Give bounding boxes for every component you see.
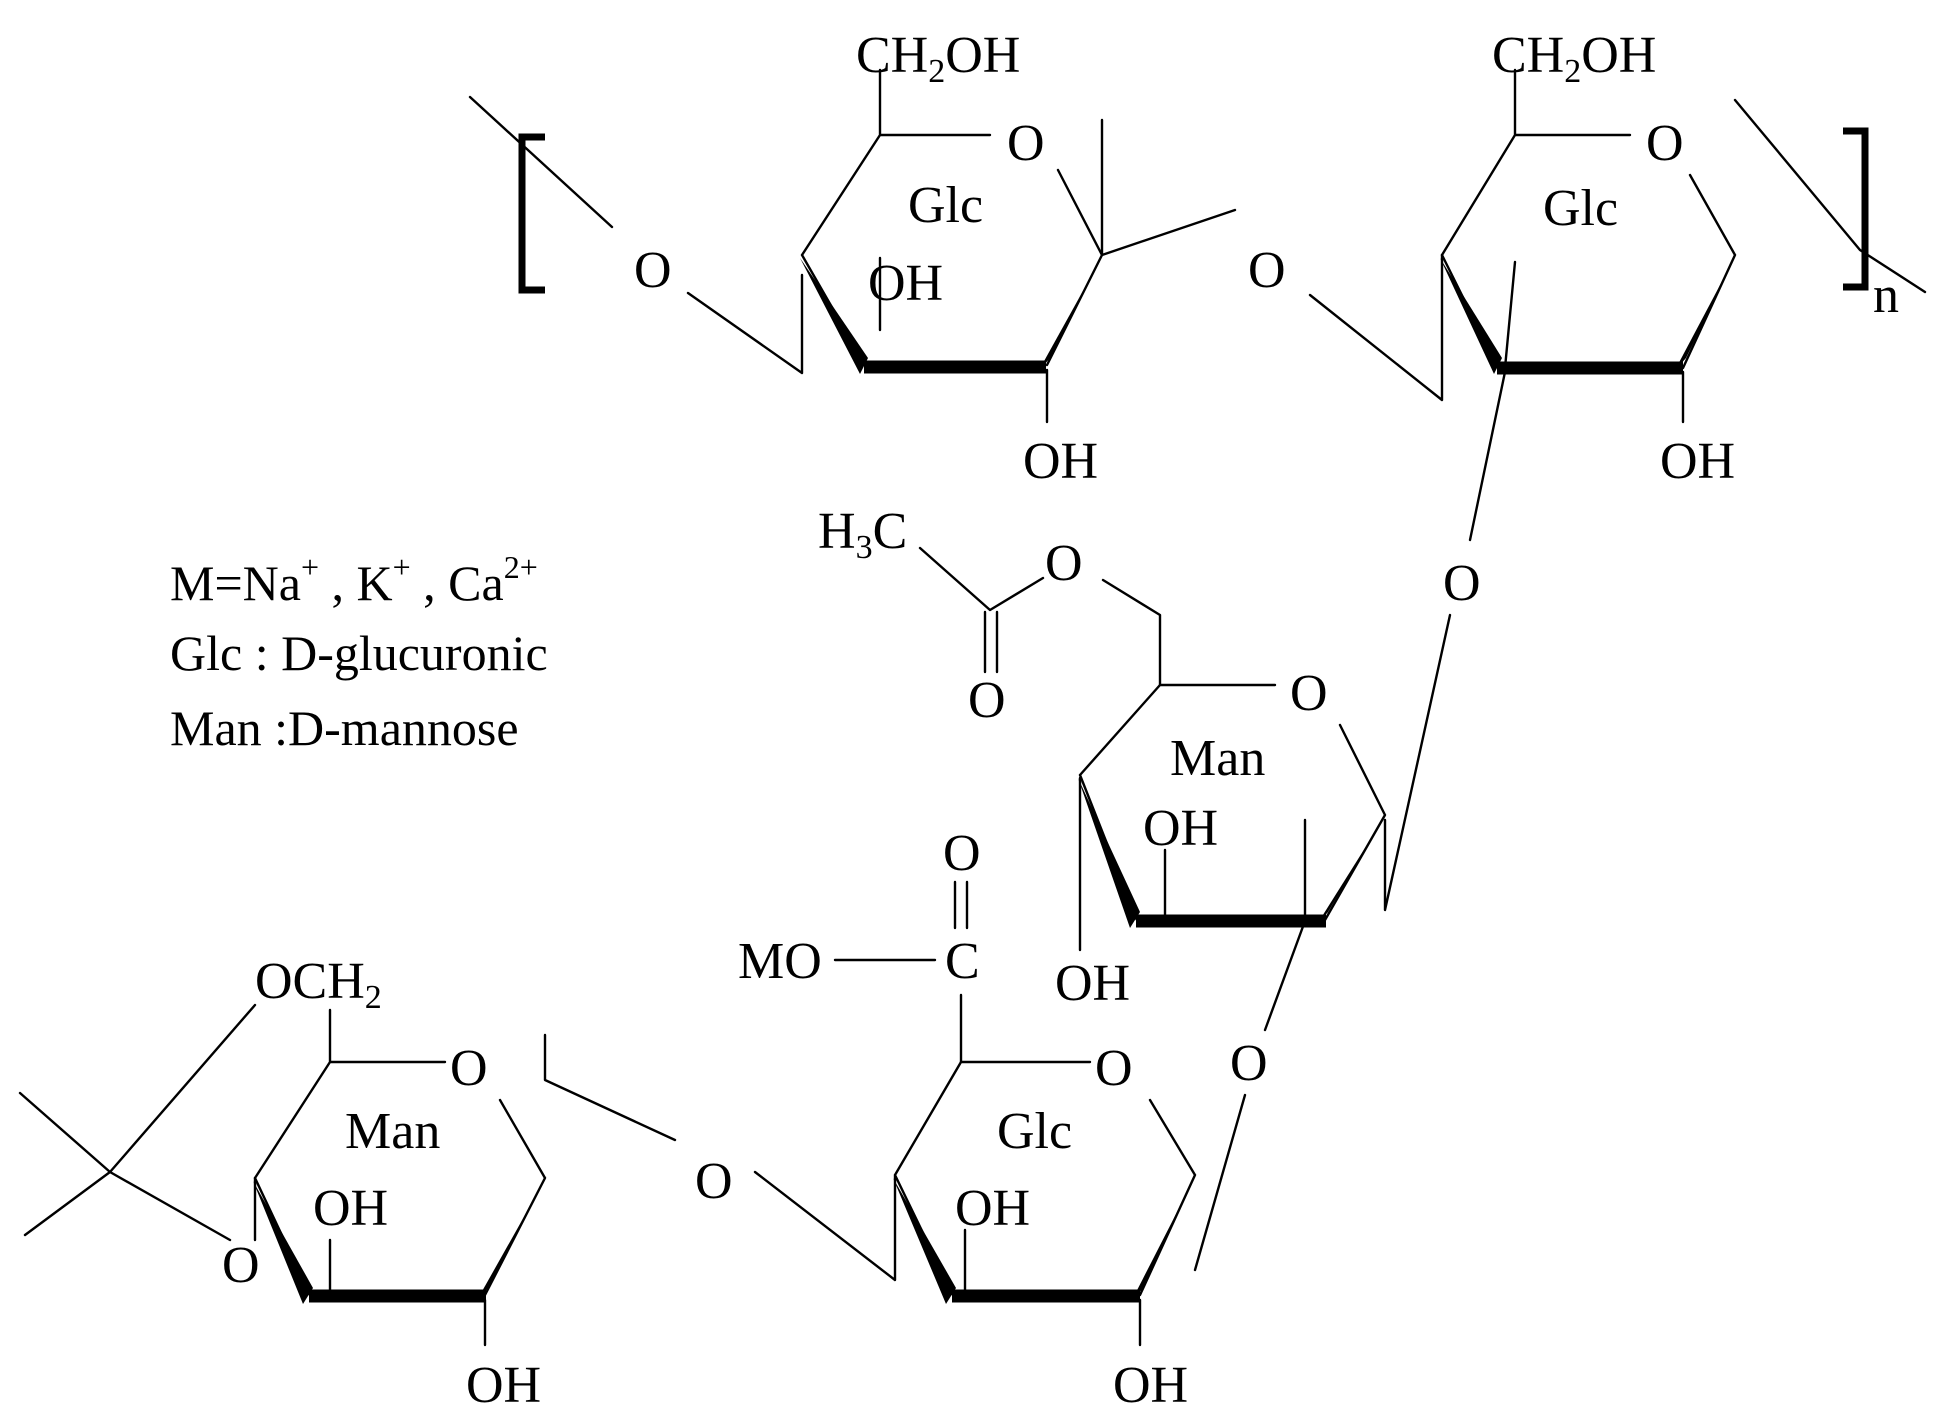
right-bracket [1843,127,1869,291]
ring1-right-wedge [1038,253,1104,372]
ring3-oxygen: O [1290,665,1328,722]
bridge1-bonds [686,273,804,375]
sidechain-link-top [1468,370,1507,542]
ring4-right-wedge [1131,1173,1197,1302]
ring2-name: Glc [1543,180,1618,237]
ring4-oh-front: OH [955,1180,1030,1237]
acetyl-carbonyl-oxygen: O [968,672,1006,729]
legend-counterions: M=Na+ , K+ , Ca2+ [170,549,538,611]
ring1-oxygen: O [1007,115,1045,172]
chain-end-right [1733,98,1927,294]
ring2-branch-bonds [1503,260,1685,424]
ring4-name: Glc [997,1103,1072,1160]
ring4-oh-bottom: OH [1113,1357,1188,1414]
ring1-oh-bottom: OH [1023,433,1098,490]
sidechain-oxygen-upper: O [1443,555,1481,612]
ring1-oh-front: OH [868,255,943,312]
acetyl-bonds [918,546,1162,687]
ring5-ketal-bonds [18,1003,257,1242]
ring1-oh-bonds [878,256,1049,424]
carboxylate-oxygen: O [943,825,981,882]
ring5-name: Man [345,1103,440,1160]
ring3-right-wedge [1316,813,1387,926]
ring1-name: Glc [908,177,983,234]
ring2-ch2oh: CH2OH [1492,27,1656,90]
chain-end-left [468,95,614,229]
ring5-oxygen: O [450,1040,488,1097]
sidechain-link-bottom [1383,613,1452,912]
ring1-bonds [800,68,1104,367]
ring3-oh-bottom: OH [1055,955,1130,1012]
acetyl-carbonyl-double [983,610,999,674]
ring4-anomeric-link [1193,1093,1247,1272]
ring3-to-ring4-link [1263,919,1307,1032]
bridge-oxygen-left: O [634,242,672,299]
carboxylate-carbon: C [945,933,980,990]
carboxylate-double [953,880,969,930]
ring5-side-oxygen: O [222,1237,260,1294]
bridge2-bonds-b [1308,253,1444,402]
repeat-subscript: n [1873,267,1899,324]
ring5-oh-bottom: OH [466,1357,541,1414]
ring3-oh-bonds [1078,776,1307,952]
bridge-oxygen-mid: O [1248,242,1286,299]
ring5-oh-front: OH [313,1180,388,1237]
legend-man: Man :D-mannose [170,700,519,756]
ring2-right-wedge [1674,253,1737,372]
ring1-left-wedge [800,258,868,374]
ring3-bonds [1078,683,1387,922]
ring4-oxygen: O [1095,1040,1133,1097]
ring3-name: Man [1170,730,1265,787]
ring1-ch2oh: CH2OH [856,27,1020,90]
bridge2-bonds [1100,118,1237,257]
ring5-oh-bonds [328,1238,487,1347]
ring4-bonds [753,1060,1197,1297]
carboxylate-mo: MO [738,933,822,990]
ring5-bonds [253,1008,547,1297]
ring4-left-wedge [893,1178,956,1304]
legend: M=Na+ , K+ , Ca2+ Glc : D-glucuronic Man… [170,549,548,756]
ring2-oh-bottom: OH [1660,433,1735,490]
ring5-och2: OCH2 [255,953,382,1016]
ring5-right-wedge [476,1176,547,1302]
ring3-oh-front: OH [1143,800,1218,857]
sidechain-oxygen-lower: O [1230,1035,1268,1092]
acetyl-ester-oxygen: O [1045,535,1083,592]
left-bracket [518,133,545,294]
ring4-oh-bonds [963,1228,1142,1347]
legend-glc: Glc : D-glucuronic [170,625,548,681]
ring5-to-bridge [543,1033,677,1142]
ring2-bonds [1440,68,1737,370]
ring2-left-wedge [1440,258,1502,374]
bridge-oxygen-bottom: O [695,1153,733,1210]
ring5-left-wedge [253,1181,313,1304]
ring3-left-wedge [1078,778,1140,928]
acetyl-methyl: H3C [818,503,907,566]
ring2-oxygen: O [1646,115,1684,172]
